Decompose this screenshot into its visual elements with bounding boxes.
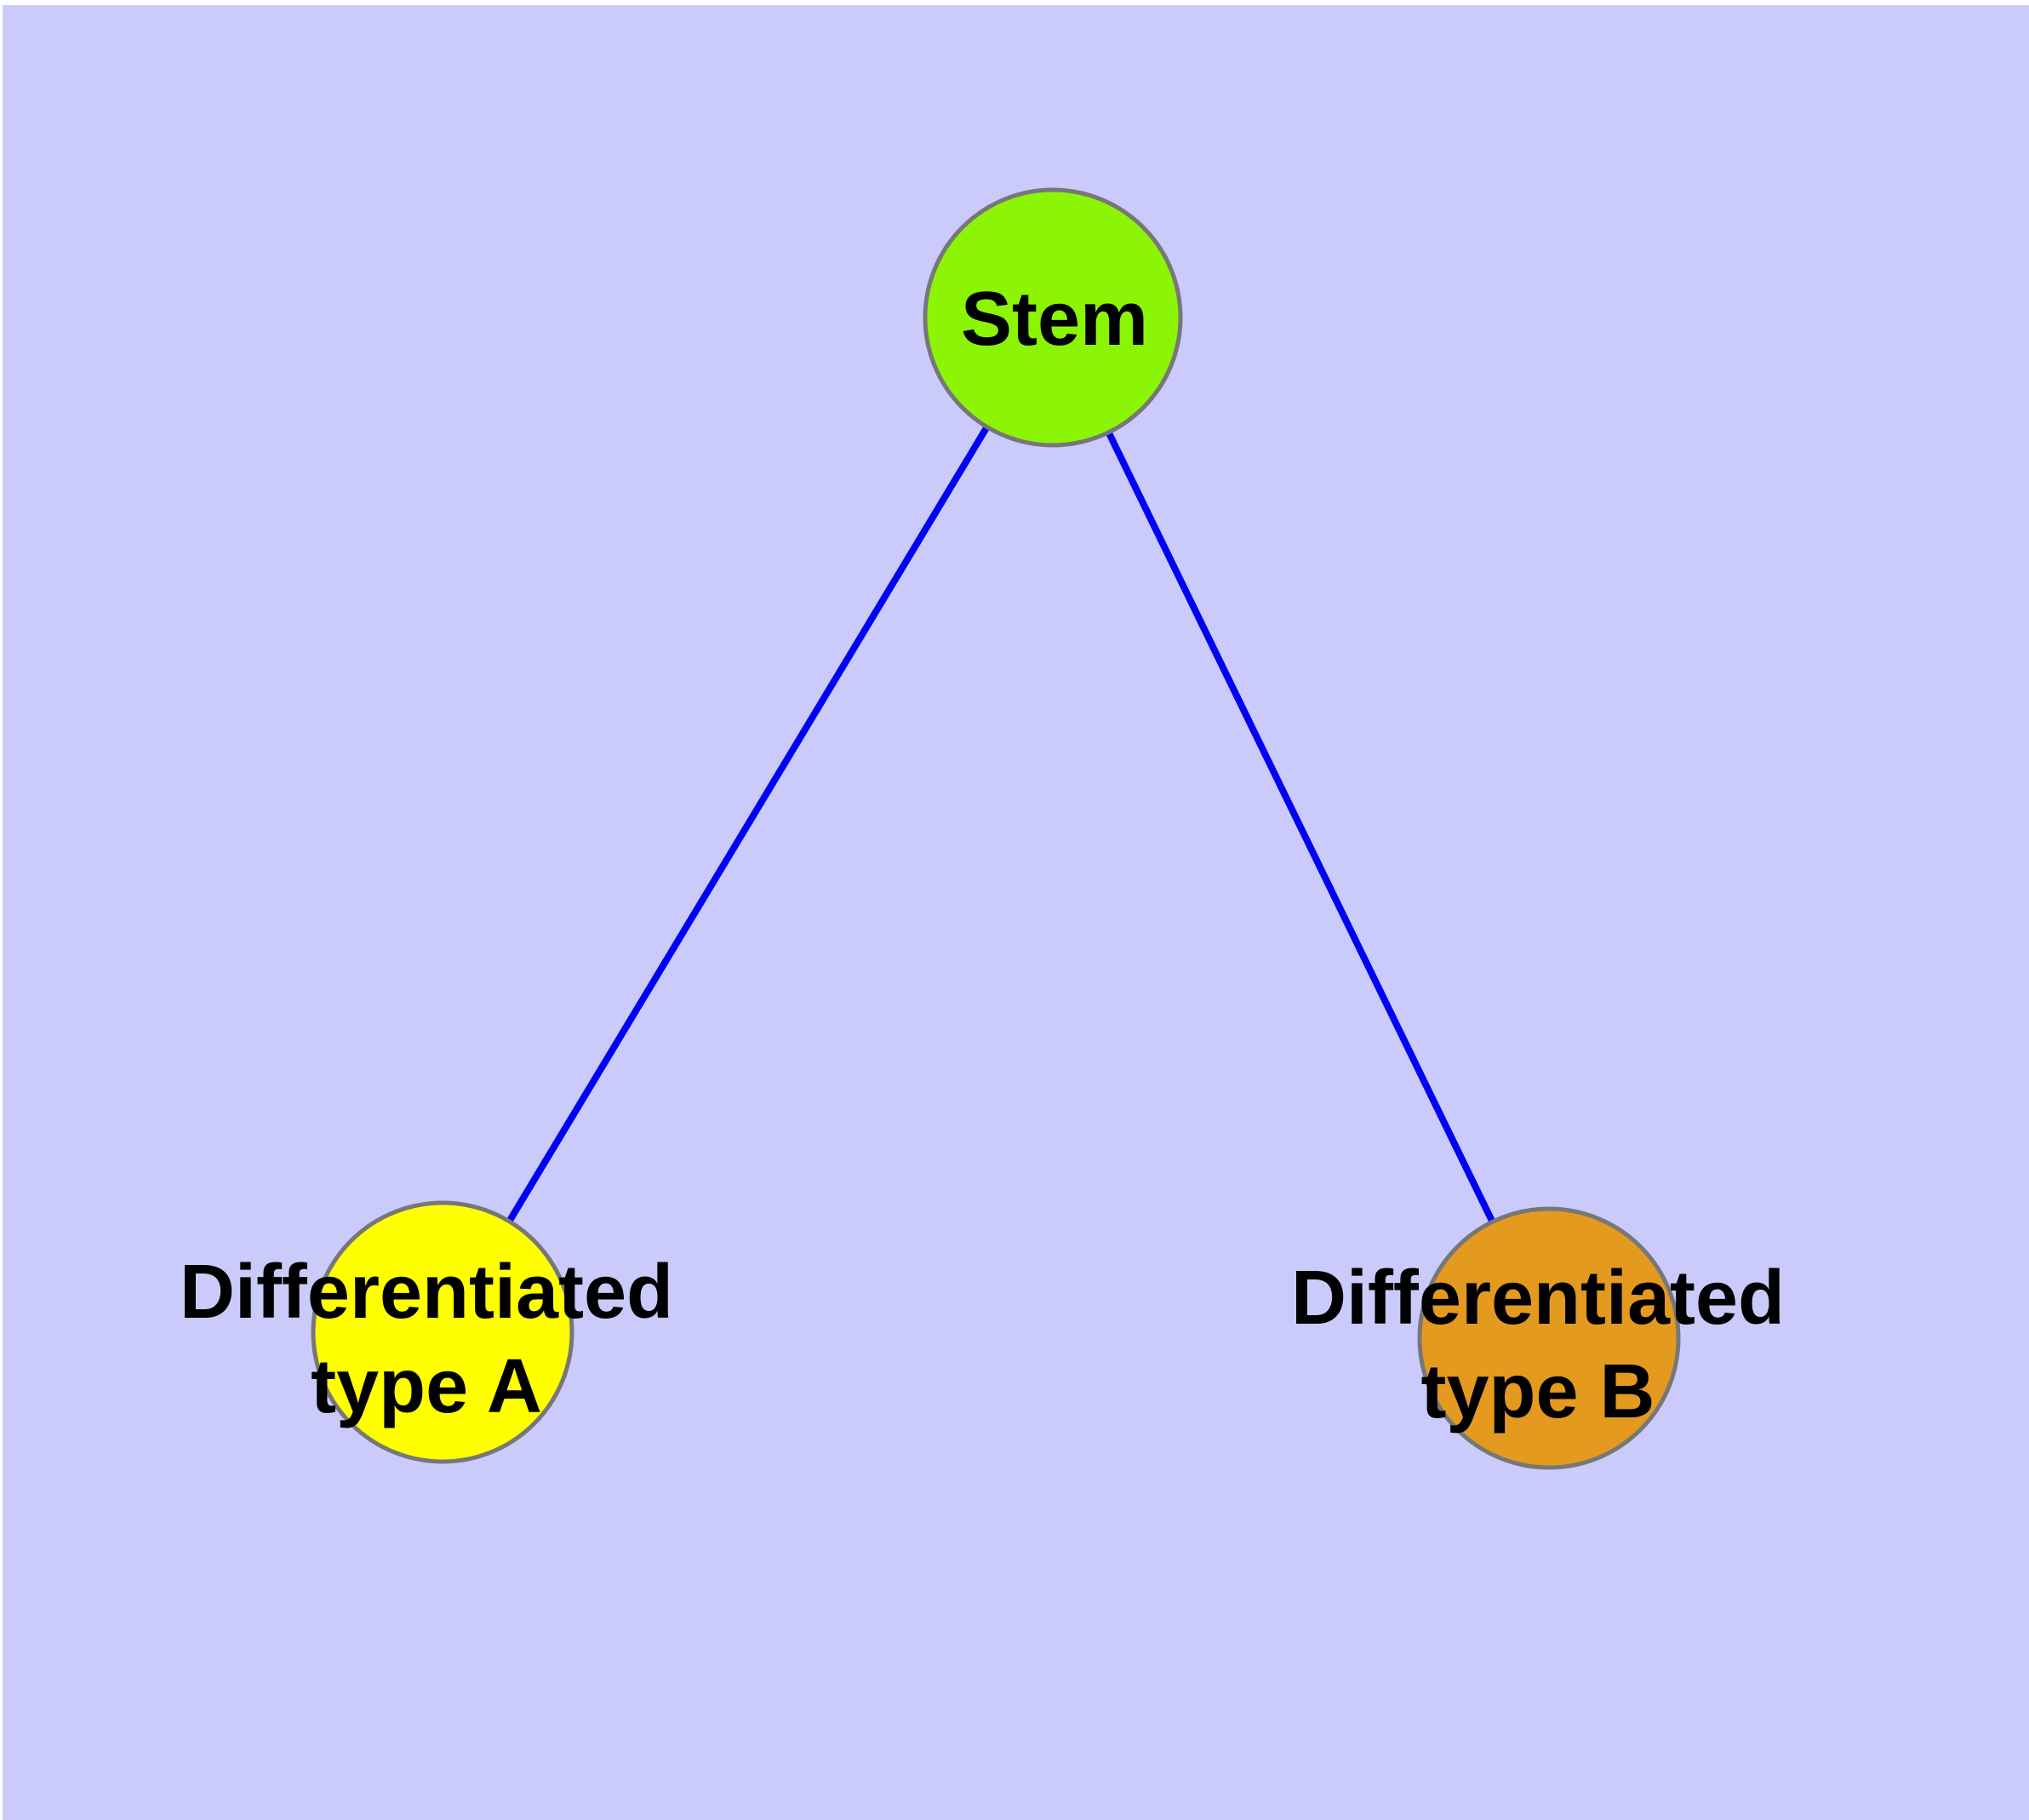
edge-stem-to-type-a[interactable] — [439, 315, 1056, 1335]
node-stem-label: Stem — [961, 277, 1148, 362]
edge-stem-to-type-b[interactable] — [1049, 316, 1552, 1340]
node-type-b-label-line1: Differentiated — [1291, 1256, 1785, 1341]
node-type-a-label-line2: type A — [311, 1344, 542, 1429]
node-type-b[interactable] — [1417, 1206, 1681, 1470]
node-type-a-label-line1: Differentiated — [180, 1250, 673, 1335]
node-stem[interactable] — [923, 187, 1183, 448]
node-type-a[interactable] — [311, 1200, 574, 1464]
node-type-b-label-line2: type B — [1420, 1349, 1655, 1434]
